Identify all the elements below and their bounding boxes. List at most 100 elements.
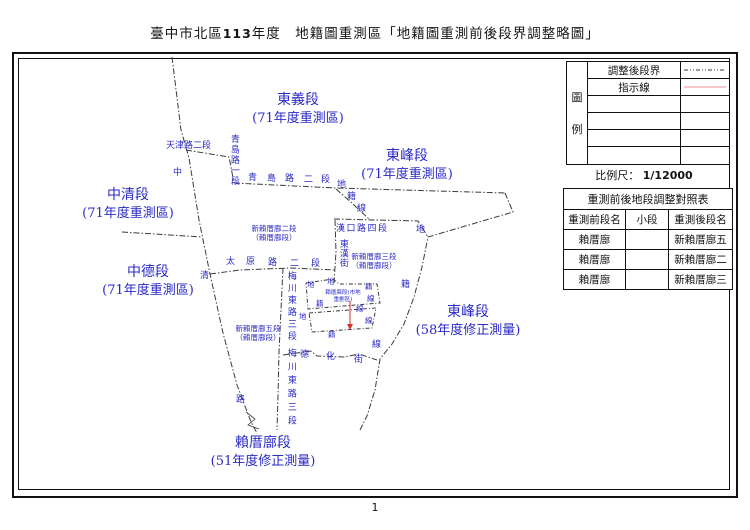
map-char: 路 — [268, 258, 278, 268]
map-small-label: 新賴厝廍五段（賴厝廍段） — [235, 324, 281, 343]
map-small-label: 新賴厝廍三段（賴厝廍段） — [351, 252, 397, 271]
table-cell: 新賴厝廍五 — [667, 229, 734, 250]
map-outer-border — [12, 52, 738, 498]
adjusted-boundary-line-sample — [681, 62, 729, 78]
map-char: 籍 — [316, 299, 324, 308]
map-char: 線 — [356, 304, 364, 313]
map-char: 線 — [365, 316, 373, 325]
scale-value: 1/12000 — [642, 169, 693, 182]
map-char: 段 — [311, 259, 321, 269]
map-char: 街 — [354, 355, 364, 365]
map-char: 地 — [416, 225, 426, 235]
map-road-label: 漢口路四段 — [336, 224, 389, 234]
map-char: 清 — [200, 271, 210, 281]
table-row: 賴厝廍 新賴厝廍五 — [563, 229, 734, 250]
map-char: 地 — [327, 277, 335, 286]
map-char: 籍 — [401, 280, 411, 290]
table-cell — [625, 249, 669, 270]
map-char: 島 — [267, 174, 277, 184]
legend-box: 圖 例 調整後段界 指示線 — [566, 61, 730, 165]
title-suffix: 年度 地籍圖重測區「地籍圖重測前後段界調整略圖」 — [251, 26, 600, 42]
map-char: 籍 — [328, 330, 336, 339]
adjustment-table-title: 重測前後地段調整對照表 — [562, 188, 734, 210]
map-small-label: 新賴厝廍二段（賴厝廍段） — [251, 224, 297, 243]
map-char: 地 — [299, 312, 307, 321]
title-prefix: 臺中市北區 — [150, 26, 223, 42]
boundary-zhongqing-zhongde — [121, 231, 203, 238]
legend-row — [588, 147, 729, 164]
map-area-label: 中德段(71年度重測區) — [102, 264, 194, 298]
scale-label: 比例尺： — [595, 169, 640, 182]
legend-row-label: 指示線 — [588, 79, 681, 95]
legend-row-label — [588, 113, 681, 129]
legend-row-label: 調整後段界 — [588, 62, 681, 78]
page-title: 臺中市北區113年度 地籍圖重測區「地籍圖重測前後段界調整略圖」 — [0, 22, 750, 42]
table-cell: 新賴厝廍三 — [667, 269, 734, 290]
legend-rows: 調整後段界 指示線 — [588, 62, 729, 164]
renewal-block-upper — [305, 278, 381, 310]
boundary-meichuan-road — [276, 267, 284, 431]
boundary-taiyuan-road — [209, 267, 336, 275]
table-cell — [625, 229, 669, 250]
legend-side-char-top: 圖 — [571, 91, 583, 104]
map-char: 太 — [226, 257, 236, 267]
legend-row: 指示線 — [588, 79, 729, 96]
table-cell: 賴厝廍 — [563, 229, 626, 250]
map-char: 德 — [300, 350, 310, 360]
map-char: 地 — [337, 180, 347, 190]
indicator-arrow — [347, 301, 353, 330]
map-char: 二 — [304, 175, 314, 185]
map-area-label: 中清段(71年度重測區) — [82, 187, 174, 221]
legend-row — [588, 113, 729, 130]
adjustment-table: 重測前後地段調整對照表 重測前段名 小段 重測後段名 賴厝廍 新賴厝廍五 賴厝廍… — [562, 188, 734, 290]
map-scale: 比例尺： 1/12000 — [560, 167, 728, 183]
map-road-label: 天津路二段 — [166, 141, 212, 151]
map-char: 線 — [357, 204, 367, 214]
table-cell: 新賴厝廍二 — [667, 249, 734, 270]
table-cell: 賴厝廍 — [563, 269, 626, 290]
map-road-label-vertical: 東漢街 — [337, 239, 348, 268]
col-header-subsection: 小段 — [625, 209, 669, 230]
legend-side-label: 圖 例 — [567, 62, 588, 164]
indicator-line-sample — [681, 79, 729, 95]
map-char: 地 — [307, 280, 315, 289]
boundary-diagonal-jiexian — [335, 188, 370, 220]
map-char: 原 — [246, 257, 256, 267]
map-char: 籍 — [347, 192, 357, 202]
legend-row-label — [588, 130, 681, 146]
map-char: 線 — [372, 340, 382, 350]
map-char: 線 — [367, 294, 375, 303]
page-number: 1 — [371, 501, 379, 514]
map-area-label: 東峰段(58年度修正測量) — [415, 304, 521, 338]
map-char: 化 — [326, 352, 336, 362]
boundary-hankou-road — [333, 218, 429, 238]
table-row: 賴厝廍 新賴厝廍二 — [563, 249, 734, 270]
map-road-label-vertical: 梅川東路三段 — [285, 348, 296, 429]
urban-renewal-blocks — [305, 278, 381, 333]
map-char: 段 — [321, 175, 331, 185]
legend-row — [588, 130, 729, 147]
boundary-east — [359, 192, 514, 431]
title-year-number: 113 — [222, 26, 252, 41]
legend-row: 調整後段界 — [588, 62, 729, 79]
map-area-label: 東義段(71年度重測區) — [252, 92, 344, 126]
boundary-dehua-street — [282, 350, 378, 361]
table-row: 賴厝廍 新賴厝廍三 — [563, 269, 734, 290]
map-road-label-vertical: 青島路一段 — [228, 134, 239, 187]
table-cell — [625, 269, 669, 290]
map-char: 路 — [285, 174, 295, 184]
legend-row-label — [588, 147, 681, 164]
boundary-scribble — [245, 411, 260, 430]
table-cell: 賴厝廍 — [563, 249, 626, 270]
map-char: 路 — [236, 395, 246, 405]
legend-row-label — [588, 96, 681, 112]
map-char: 中 — [173, 168, 183, 178]
map-area-label: 賴厝廍段(51年度修正測量) — [210, 435, 316, 469]
map-char: 二 — [290, 259, 300, 269]
renewal-block-lower — [308, 307, 377, 333]
map-area-label: 東峰段(71年度重測區) — [361, 148, 453, 182]
boundary-donghan-street — [333, 219, 337, 284]
